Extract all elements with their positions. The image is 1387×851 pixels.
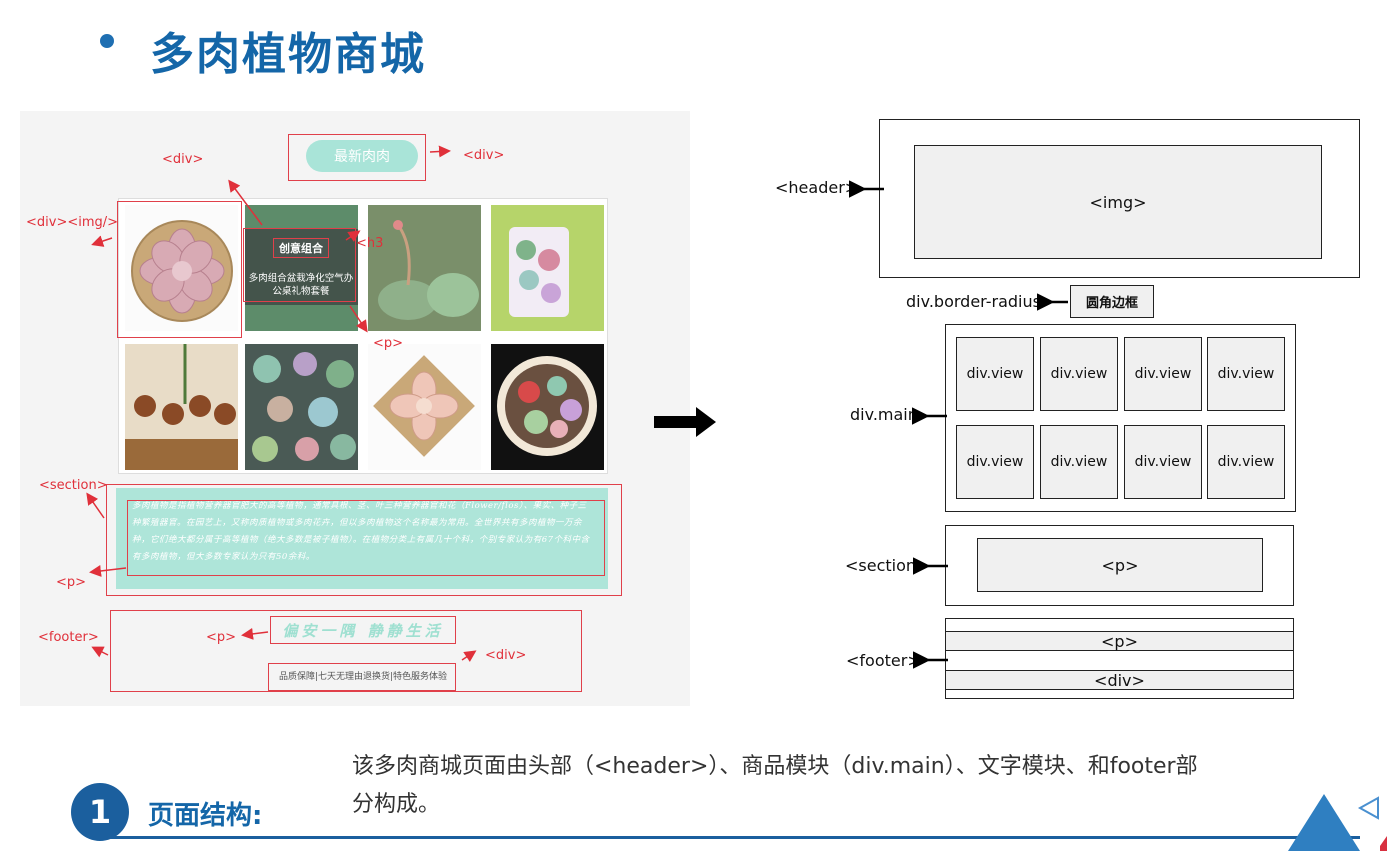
banner-annotation-box <box>288 134 426 181</box>
diagram-section-p: <p> <box>977 538 1263 592</box>
section-heading: 页面结构: <box>148 801 263 831</box>
diagram-view-box: div.view <box>1124 337 1202 411</box>
description-text: 该多肉商城页面由头部（<header>）、商品模块（div.main）、文字模块… <box>352 754 1198 817</box>
diagram-view-box: div.view <box>1207 337 1285 411</box>
footer-div-annotation-box <box>268 663 456 691</box>
succulent-box-image <box>491 205 604 331</box>
succulent-pot-image <box>125 205 238 331</box>
succulent-flower-image <box>368 205 481 331</box>
section-paragraph: 多肉植物是指植物营养器官肥大的高等植物，通常具根、茎、叶三种营养器官和花（Flo… <box>132 501 590 562</box>
diagram-radius-box: 圆角边框 <box>1070 285 1154 318</box>
paragraph-annotation-box <box>127 500 605 576</box>
slide-title: 多肉植物商城 <box>150 29 426 80</box>
section-text-band: 多肉植物是指植物营养器官肥大的高等植物，通常具根、茎、叶三种营养器官和花（Flo… <box>116 488 608 589</box>
diagram-view-box: div.view <box>956 425 1034 499</box>
product-tile[interactable] <box>125 205 238 331</box>
annotation-h3: <h3 <box>356 236 384 251</box>
diagram-img-box: <img> <box>914 145 1322 259</box>
image-annotation-box <box>117 201 242 338</box>
diagram-view-box: div.view <box>1040 425 1118 499</box>
diagram-footer-box <box>945 618 1294 699</box>
diagram-view-box: div.view <box>1124 425 1202 499</box>
diagram-footer-div: <div> <box>945 670 1294 690</box>
diagram-footer-label: <footer> <box>846 651 921 670</box>
bottom-divider <box>100 836 1360 839</box>
diagram-view-box: div.view <box>1207 425 1285 499</box>
product-tile[interactable] <box>125 344 238 470</box>
caption-annotation-box <box>243 228 356 302</box>
succulent-collection-image <box>245 344 358 470</box>
arrow-right-icon <box>654 407 716 437</box>
annotation-p-tile: <p> <box>373 336 404 351</box>
diagram-header-label: <header> <box>775 178 859 197</box>
product-tile[interactable] <box>491 344 604 470</box>
footer-annotation-box <box>110 610 582 692</box>
annotation-p-footer: <p> <box>206 630 237 645</box>
diagram-radius-label: div.border-radius <box>906 292 1041 311</box>
annotation-footer: <footer> <box>38 630 99 645</box>
product-tile[interactable] <box>245 344 358 470</box>
diagram-main-label: div.main <box>850 405 918 424</box>
footer-text: 品质保障|七天无理由退换货|特色服务体验 <box>278 672 448 682</box>
diagram-view-box: div.view <box>956 337 1034 411</box>
diagram-header-box <box>879 119 1360 278</box>
footer-p-annotation-box <box>270 616 456 644</box>
annotation-div-footer: <div> <box>485 648 527 663</box>
succulent-pot-image <box>368 344 481 470</box>
product-grid <box>118 198 608 474</box>
diagram-footer-p: <p> <box>945 631 1294 651</box>
product-tile[interactable] <box>491 205 604 331</box>
annotation-div-top: <div> <box>162 152 204 167</box>
product-tile[interactable] <box>368 344 481 470</box>
annotation-arrows <box>86 145 477 662</box>
succulent-bowl-image <box>491 344 604 470</box>
diagram-main-box <box>945 324 1296 512</box>
product-tile[interactable] <box>368 205 481 331</box>
section-annotation-box <box>106 484 622 596</box>
diagram-view-box: div.view <box>1040 337 1118 411</box>
succulent-combo-image <box>245 205 358 331</box>
section-number-badge: 1 <box>71 783 129 841</box>
hanging-pots-image <box>125 344 238 470</box>
annotation-div-right: <div> <box>463 148 505 163</box>
product-tile[interactable] <box>245 205 358 331</box>
banner-button: 最新肉肉 <box>306 140 418 172</box>
caption-title: 创意组合 <box>273 238 329 258</box>
annotation-p-section: <p> <box>56 575 87 590</box>
caption-text: 多肉组合盆栽净化空气办公桌礼物套餐 <box>248 273 354 297</box>
corner-decoration <box>1288 794 1387 851</box>
previous-slide-icon[interactable] <box>1356 795 1382 821</box>
footer-title: 偏安一隅 静静生活 <box>282 622 444 640</box>
annotation-section: <section> <box>39 478 108 493</box>
diagram-section-label: <section> <box>845 556 930 575</box>
title-bullet <box>100 34 114 48</box>
diagram-pointer-arrows <box>849 180 1068 669</box>
